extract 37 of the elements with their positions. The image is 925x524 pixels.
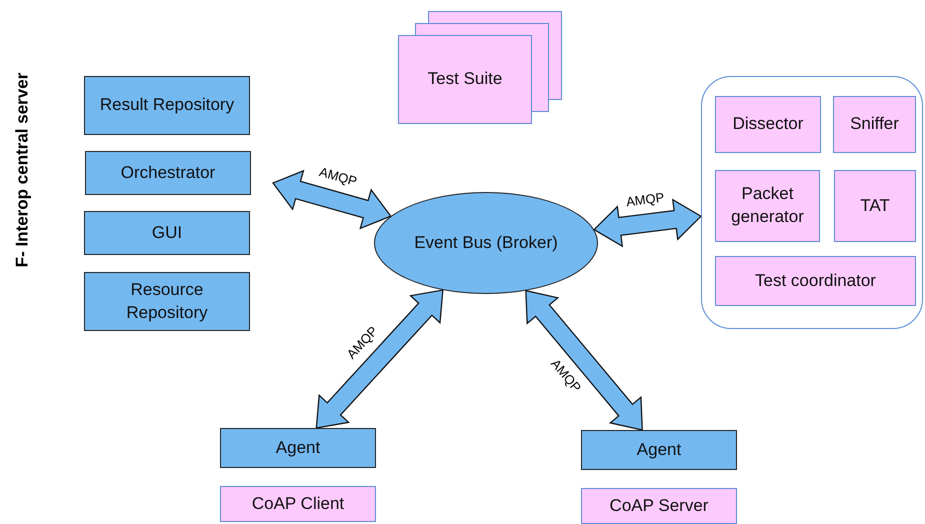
double-arrow — [525, 290, 643, 431]
orchestrator-box — [85, 151, 251, 195]
node-label: Event Bus (Broker) — [413, 232, 559, 254]
node-label: CoAP Server — [608, 494, 710, 517]
tat-box — [834, 170, 916, 242]
node-label: Orchestrator — [120, 162, 216, 184]
node-label: Sniffer — [849, 113, 900, 136]
test-suite-page — [398, 35, 532, 124]
double-arrow — [272, 170, 392, 230]
test-coordinator-box — [715, 256, 916, 306]
coap-client-box — [220, 486, 376, 522]
agent-box — [581, 430, 737, 470]
gui-box — [84, 211, 250, 255]
tools-container — [701, 76, 923, 329]
edge-label: AMQP — [318, 164, 359, 189]
agent-box — [220, 428, 376, 468]
node-label: Agent — [274, 436, 322, 459]
resource-repository-box — [84, 272, 250, 331]
node-label: Packet generator — [730, 183, 805, 228]
node-label: Dissector — [732, 113, 804, 136]
node-label: Test Suite — [426, 68, 504, 90]
node-label: Test coordinator — [754, 270, 877, 292]
dissector-box — [715, 96, 821, 153]
sniffer-box — [833, 96, 916, 153]
node-label: Resource Repository — [125, 278, 209, 324]
result-repository-box — [84, 76, 250, 135]
packet-generator-box — [715, 170, 820, 242]
node-label: TAT — [859, 194, 891, 217]
double-arrow — [316, 289, 444, 429]
node-label: GUI — [150, 222, 184, 244]
side-title: F- Interop central server — [12, 72, 32, 268]
node-label: Result Repository — [98, 94, 236, 116]
node-label: Agent — [636, 438, 682, 461]
node-label: CoAP Client — [250, 492, 346, 515]
edge-label: AMQP — [624, 189, 665, 209]
double-arrow — [593, 198, 702, 248]
coap-server-box — [581, 488, 737, 524]
